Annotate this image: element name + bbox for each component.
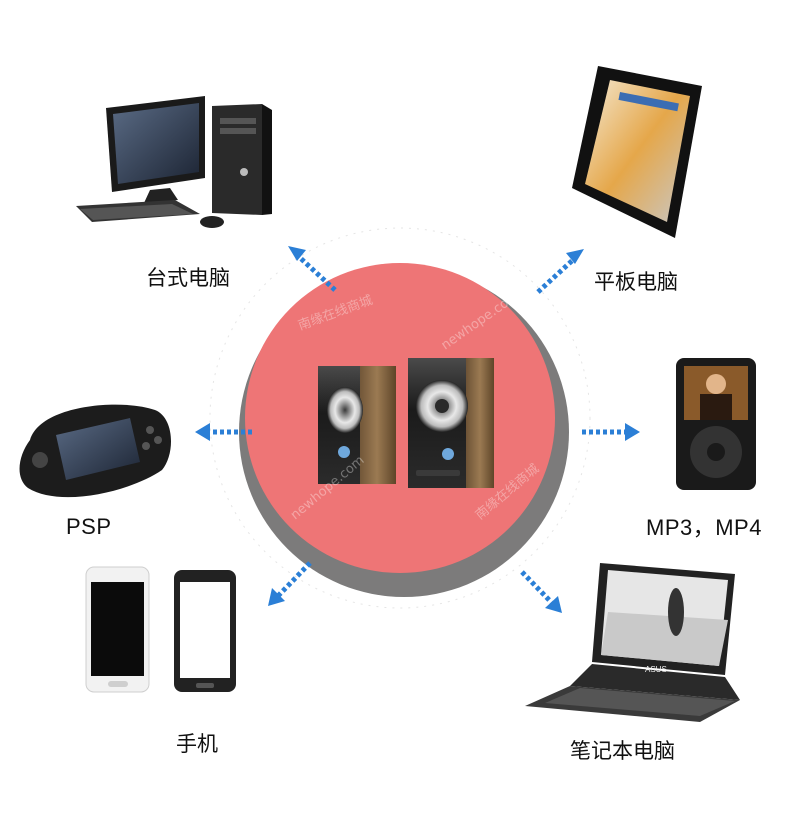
arrows [205,253,625,605]
laptop-icon [525,563,740,722]
label-psp: PSP [66,514,112,539]
arrow-to-desktop [295,253,337,292]
label-mp3: MP3，MP4 [646,515,762,540]
label-desktop: 台式电脑 [146,266,230,290]
tablet-icon [572,66,702,238]
laptop-brand-text: ASUS [645,665,667,674]
label-tablet: 平板电脑 [594,270,678,294]
arrow-to-laptop [520,570,554,605]
speakers-image [318,358,494,488]
arrow-to-tablet [536,256,577,294]
arrow-to-phone [276,561,312,598]
label-laptop: 笔记本电脑 [570,739,675,763]
mp3-player-icon [676,358,756,490]
psp-console-icon [19,404,172,498]
smartphone-icon [85,566,236,693]
label-phone: 手机 [176,732,218,756]
desktop-computer-icon [76,96,272,228]
center-circle [245,263,555,573]
